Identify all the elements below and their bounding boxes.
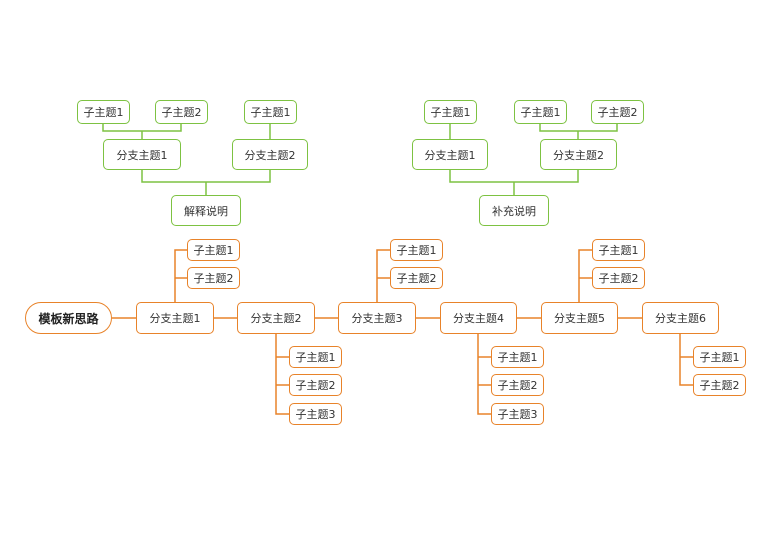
root-topic[interactable]: 模板新思路 xyxy=(25,302,112,334)
branch5-subtopic-1[interactable]: 子主题1 xyxy=(592,239,645,261)
branch5-subtopic-2[interactable]: 子主题2 xyxy=(592,267,645,289)
branch-6[interactable]: 分支主题6 xyxy=(642,302,719,334)
branch4-subtopic-2[interactable]: 子主题2 xyxy=(491,374,544,396)
note1-branch-1[interactable]: 分支主题1 xyxy=(103,139,181,170)
branch2-subtopic-2[interactable]: 子主题2 xyxy=(289,374,342,396)
note2-subtopic-3[interactable]: 子主题2 xyxy=(591,100,644,124)
branch3-subtopic-2[interactable]: 子主题2 xyxy=(390,267,443,289)
note1-subtopic-2[interactable]: 子主题2 xyxy=(155,100,208,124)
note2-subtopic-2[interactable]: 子主题1 xyxy=(514,100,567,124)
branch1-subtopic-2[interactable]: 子主题2 xyxy=(187,267,240,289)
branch2-subtopic-1[interactable]: 子主题1 xyxy=(289,346,342,368)
branch4-subtopic-1[interactable]: 子主题1 xyxy=(491,346,544,368)
branch6-subtopic-1[interactable]: 子主题1 xyxy=(693,346,746,368)
branch3-subtopic-1[interactable]: 子主题1 xyxy=(390,239,443,261)
note1-subtopic-3[interactable]: 子主题1 xyxy=(244,100,297,124)
branch-4[interactable]: 分支主题4 xyxy=(440,302,517,334)
note-supplement[interactable]: 补充说明 xyxy=(479,195,549,226)
branch-3[interactable]: 分支主题3 xyxy=(338,302,416,334)
note2-branch-2[interactable]: 分支主题2 xyxy=(540,139,617,170)
branch2-subtopic-3[interactable]: 子主题3 xyxy=(289,403,342,425)
branch4-subtopic-3[interactable]: 子主题3 xyxy=(491,403,544,425)
branch1-subtopic-1[interactable]: 子主题1 xyxy=(187,239,240,261)
branch6-subtopic-2[interactable]: 子主题2 xyxy=(693,374,746,396)
branch-2[interactable]: 分支主题2 xyxy=(237,302,315,334)
note1-branch-2[interactable]: 分支主题2 xyxy=(232,139,308,170)
branch-5[interactable]: 分支主题5 xyxy=(541,302,618,334)
note2-subtopic-1[interactable]: 子主题1 xyxy=(424,100,477,124)
note2-branch-1[interactable]: 分支主题1 xyxy=(412,139,488,170)
branch-1[interactable]: 分支主题1 xyxy=(136,302,214,334)
note1-subtopic-1[interactable]: 子主题1 xyxy=(77,100,130,124)
note-explanation[interactable]: 解释说明 xyxy=(171,195,241,226)
